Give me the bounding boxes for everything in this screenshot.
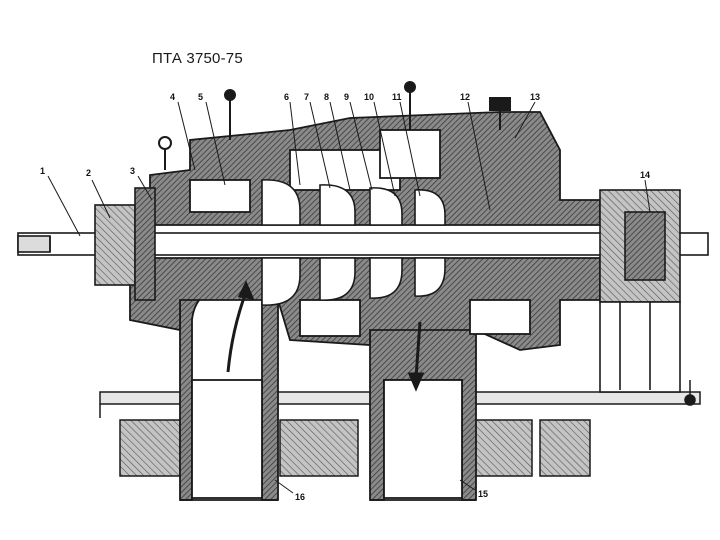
callout-16: 16 xyxy=(295,492,305,502)
callout-4: 4 xyxy=(170,92,175,102)
flow-arrows xyxy=(226,280,425,392)
callout-3: 3 xyxy=(130,166,135,176)
callout-14: 14 xyxy=(640,170,650,180)
diagram-title: ПТА 3750-75 xyxy=(152,50,243,67)
impellers xyxy=(261,179,446,306)
callout-13: 13 xyxy=(530,92,540,102)
callout-11: 11 xyxy=(392,92,402,102)
callout-numbers: 1 2 3 4 5 6 7 8 9 10 11 12 13 14 15 16 xyxy=(40,92,650,502)
top-studs xyxy=(158,81,511,170)
callout-9: 9 xyxy=(344,92,349,102)
outlet-duct xyxy=(369,307,477,501)
callout-15: 15 xyxy=(478,489,488,499)
callout-12: 12 xyxy=(460,92,470,102)
callout-leaders xyxy=(47,101,651,494)
callout-8: 8 xyxy=(324,92,329,102)
callout-7: 7 xyxy=(304,92,309,102)
casing-lower xyxy=(129,257,601,351)
callout-6: 6 xyxy=(284,92,289,102)
callout-5: 5 xyxy=(198,92,203,102)
callout-10: 10 xyxy=(364,92,374,102)
left-bearing-housing xyxy=(94,187,156,301)
shaft xyxy=(17,232,709,256)
callout-1: 1 xyxy=(40,166,45,176)
right-bearing-housing xyxy=(599,189,681,393)
callout-2: 2 xyxy=(86,168,91,178)
